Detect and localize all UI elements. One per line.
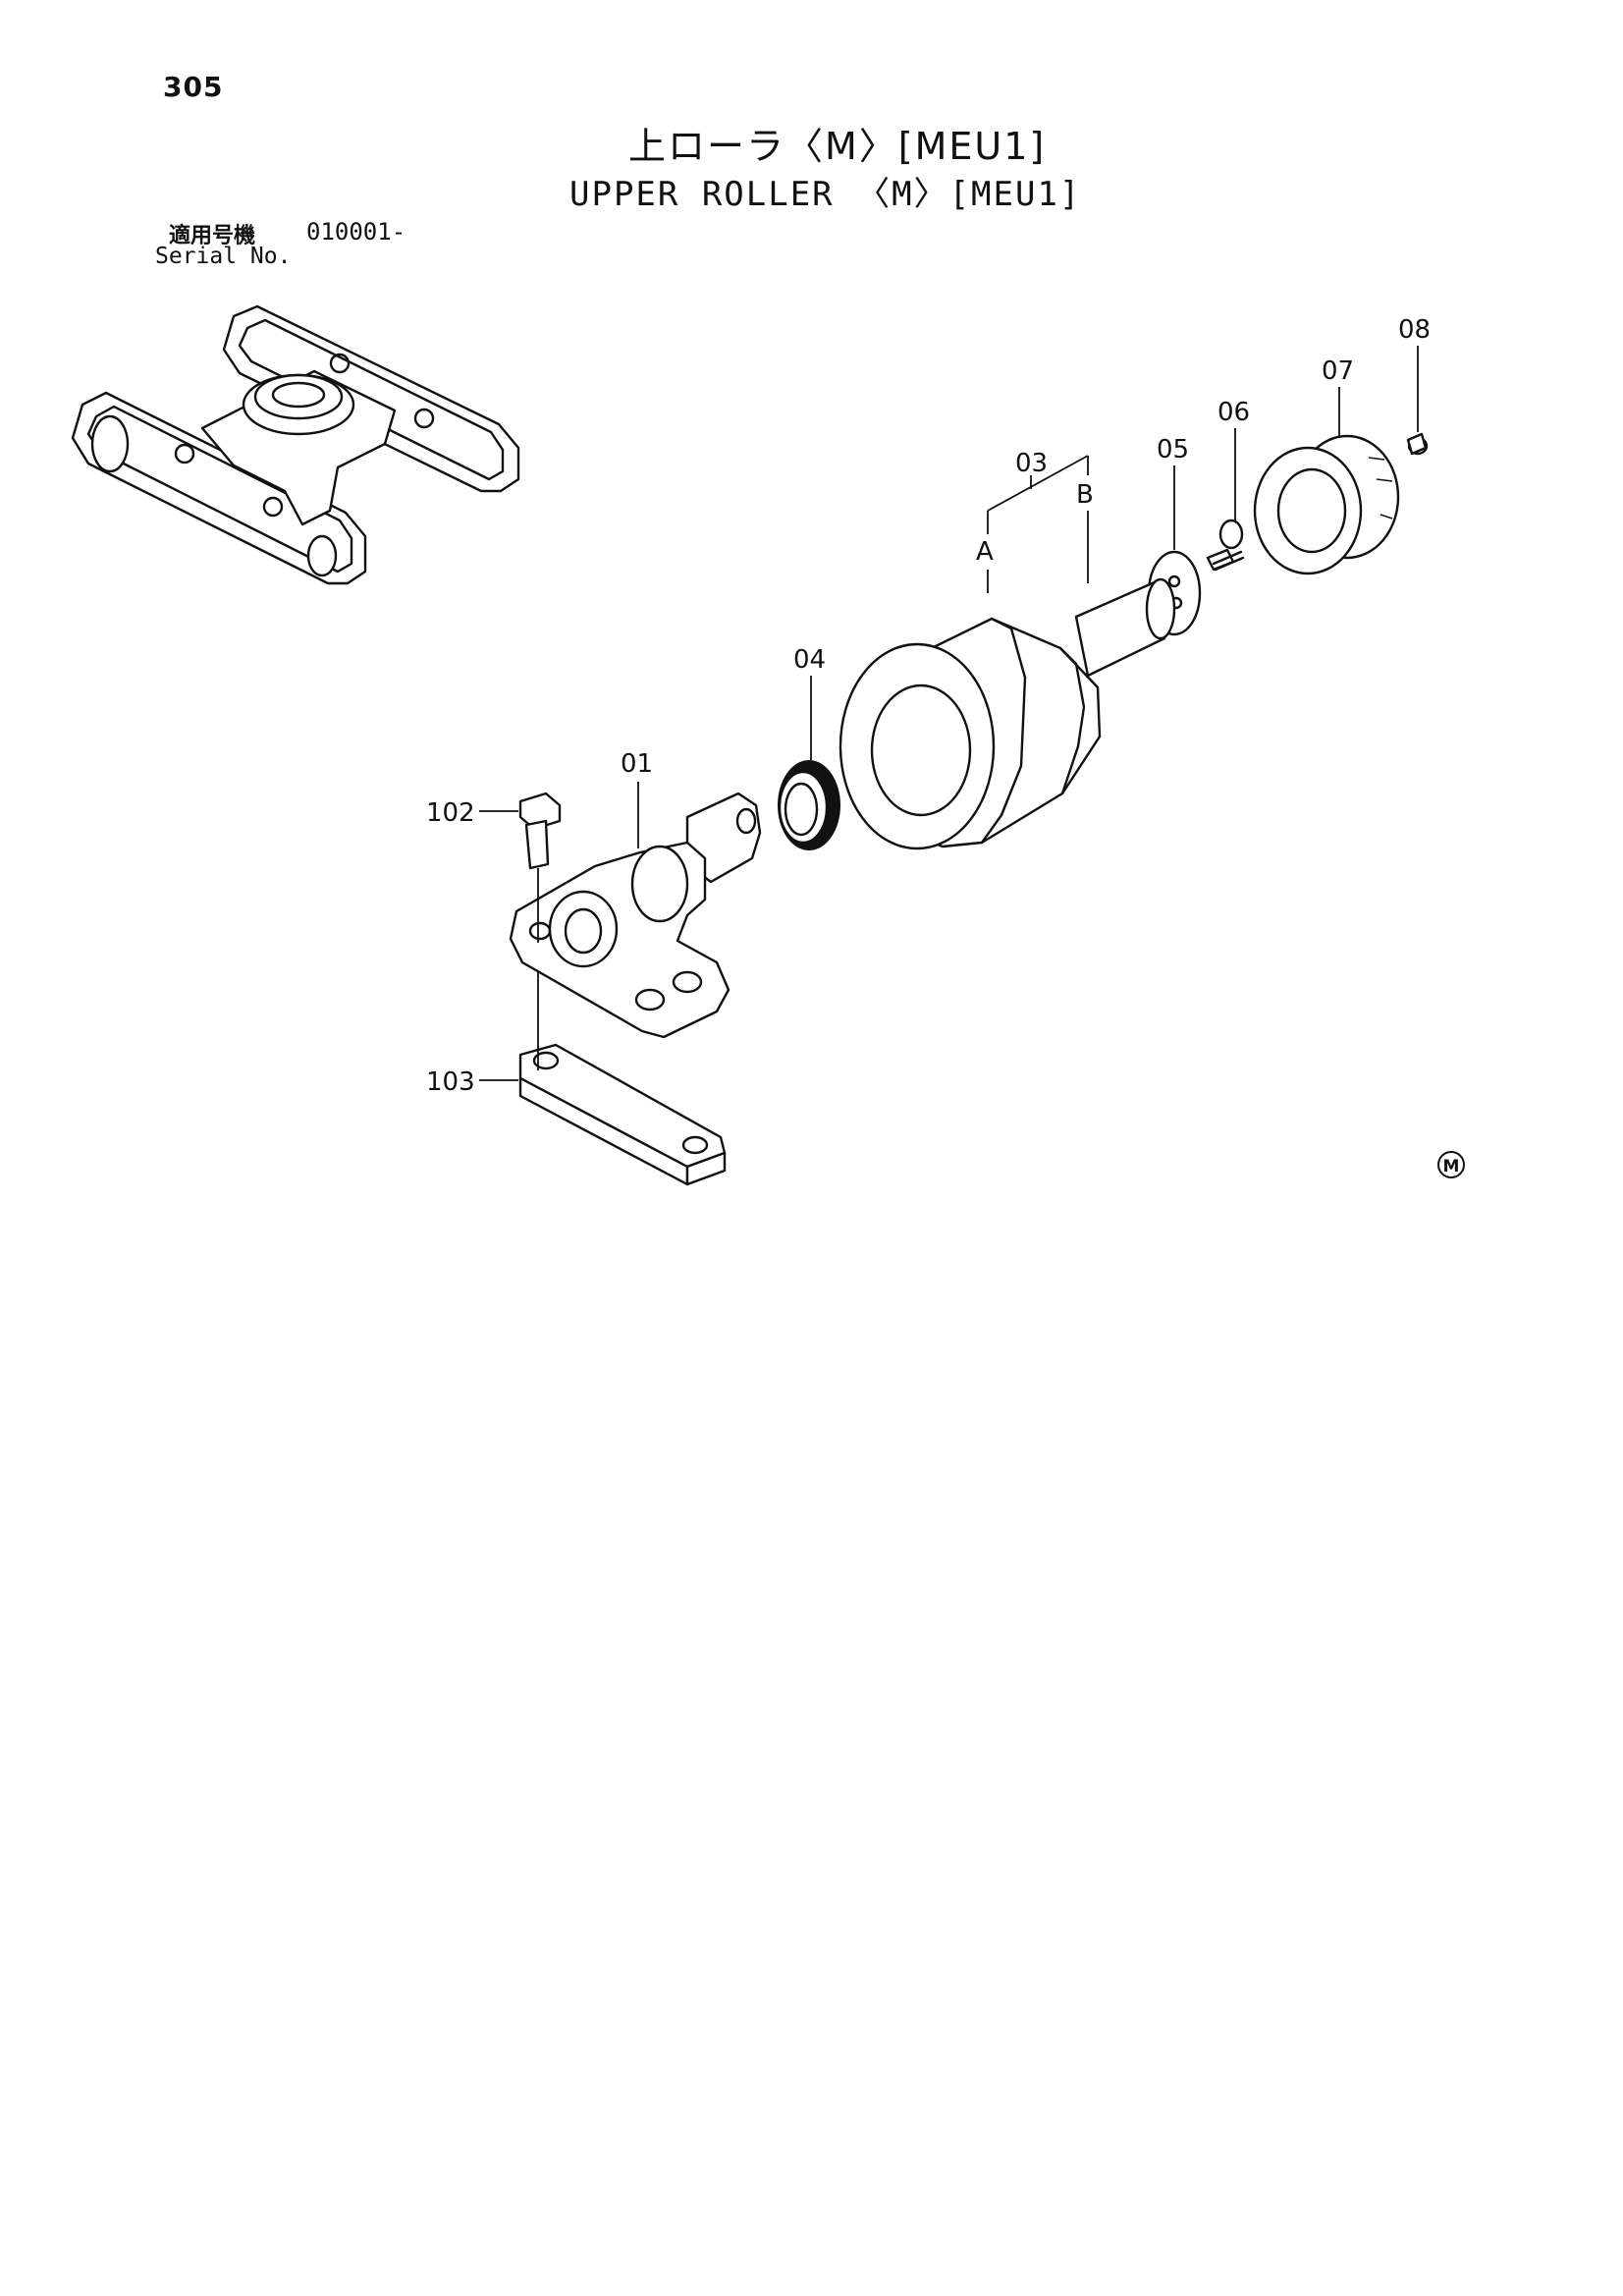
part-07-cap: [1253, 434, 1400, 575]
svg-text:M: M: [1443, 1157, 1460, 1176]
serial-label-english: Serial No.: [155, 244, 292, 269]
page-title-english: UPPER ROLLER 〈M〉[MEU1]: [569, 175, 1082, 214]
callout-A: A: [976, 537, 994, 567]
callout-04: 04: [793, 645, 826, 675]
callout-102: 102: [426, 798, 475, 828]
serial-label-japanese: 適用号機: [169, 224, 256, 248]
callout-07: 07: [1322, 356, 1354, 386]
callout-05: 05: [1157, 435, 1189, 465]
callout-06: 06: [1217, 398, 1250, 427]
callout-01: 01: [621, 749, 653, 779]
callout-B: B: [1076, 480, 1094, 510]
part-06-bolt: [1206, 519, 1245, 572]
exploded-parts-diagram: 08 07 06 05 03 B A 04 01 102 103 M: [71, 304, 1465, 1186]
part-103-plate: [518, 1043, 727, 1186]
serial-number-value: 010001-: [306, 218, 406, 246]
part-04-seal: [778, 760, 840, 850]
callout-08: 08: [1398, 315, 1431, 345]
callout-03: 03: [1015, 449, 1048, 478]
part-01-bracket: [509, 792, 762, 1039]
track-frame-illustration: [71, 304, 520, 585]
part-03-roller: [839, 577, 1176, 850]
callout-103: 103: [426, 1067, 475, 1097]
page-number: 305: [163, 71, 224, 103]
callout-leaders: [479, 346, 1419, 1081]
part-102-bolt: [518, 792, 562, 870]
page-title-japanese: 上ローラ〈M〉[MEU1]: [628, 125, 1047, 168]
part-08-plug: [1406, 432, 1429, 456]
circled-m-mark: M: [1437, 1151, 1465, 1178]
